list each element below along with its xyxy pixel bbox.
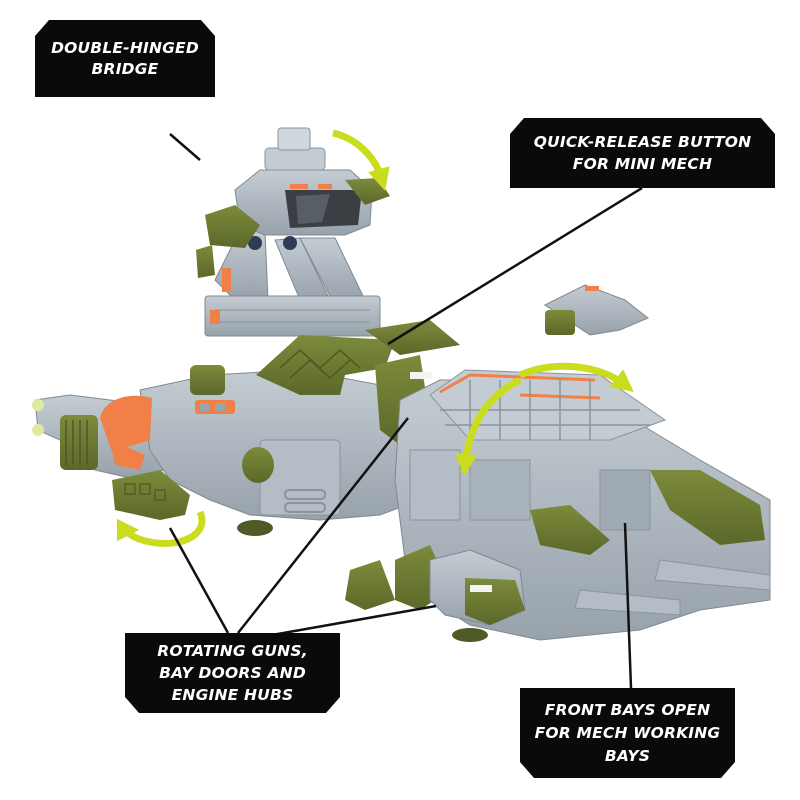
leader-line-rotating-engine	[271, 604, 437, 637]
callout-text-line: BAY DOORS AND	[159, 664, 306, 682]
callout-text-line: BRIDGE	[91, 59, 159, 78]
leader-line-front-bays	[623, 522, 633, 689]
toy-hull	[32, 365, 431, 536]
callout-text-line: FOR MINI MECH	[572, 155, 713, 173]
callout-front-bays: FRONT BAYS OPEN FOR MECH WORKING BAYS	[520, 688, 735, 778]
front-section	[345, 284, 771, 642]
leader-line-rotating-bay	[237, 417, 409, 634]
callout-text-line: ROTATING GUNS,	[157, 642, 308, 660]
callout-quick-release-button: QUICK-RELEASE BUTTON FOR MINI MECH	[510, 118, 775, 188]
callout-text-line: QUICK-RELEASE BUTTON	[533, 133, 752, 151]
callout-text-line: BAYS	[604, 746, 651, 765]
bridge-tower	[196, 127, 390, 337]
callout-text-line: FOR MECH WORKING	[534, 723, 721, 742]
callout-rotating-guns: ROTATING GUNS, BAY DOORS AND ENGINE HUBS	[125, 633, 340, 713]
callout-text-line: ENGINE HUBS	[171, 686, 294, 704]
callout-text-line: DOUBLE-HINGED	[51, 38, 199, 57]
leader-lines	[168, 133, 643, 689]
bay-door-rotation-arrow-right	[518, 362, 634, 392]
bridge-rotation-arrow	[332, 129, 390, 191]
bay-door-rotation-arrow-left	[455, 376, 522, 477]
leader-line-rotating-gun	[168, 527, 230, 634]
callout-double-hinged-bridge: DOUBLE-HINGED BRIDGE	[35, 20, 215, 97]
leader-line-quick-release	[387, 186, 643, 346]
center-deck	[256, 320, 460, 445]
leader-line-bridge	[169, 133, 201, 161]
callout-text-line: FRONT BAYS OPEN	[544, 700, 711, 719]
